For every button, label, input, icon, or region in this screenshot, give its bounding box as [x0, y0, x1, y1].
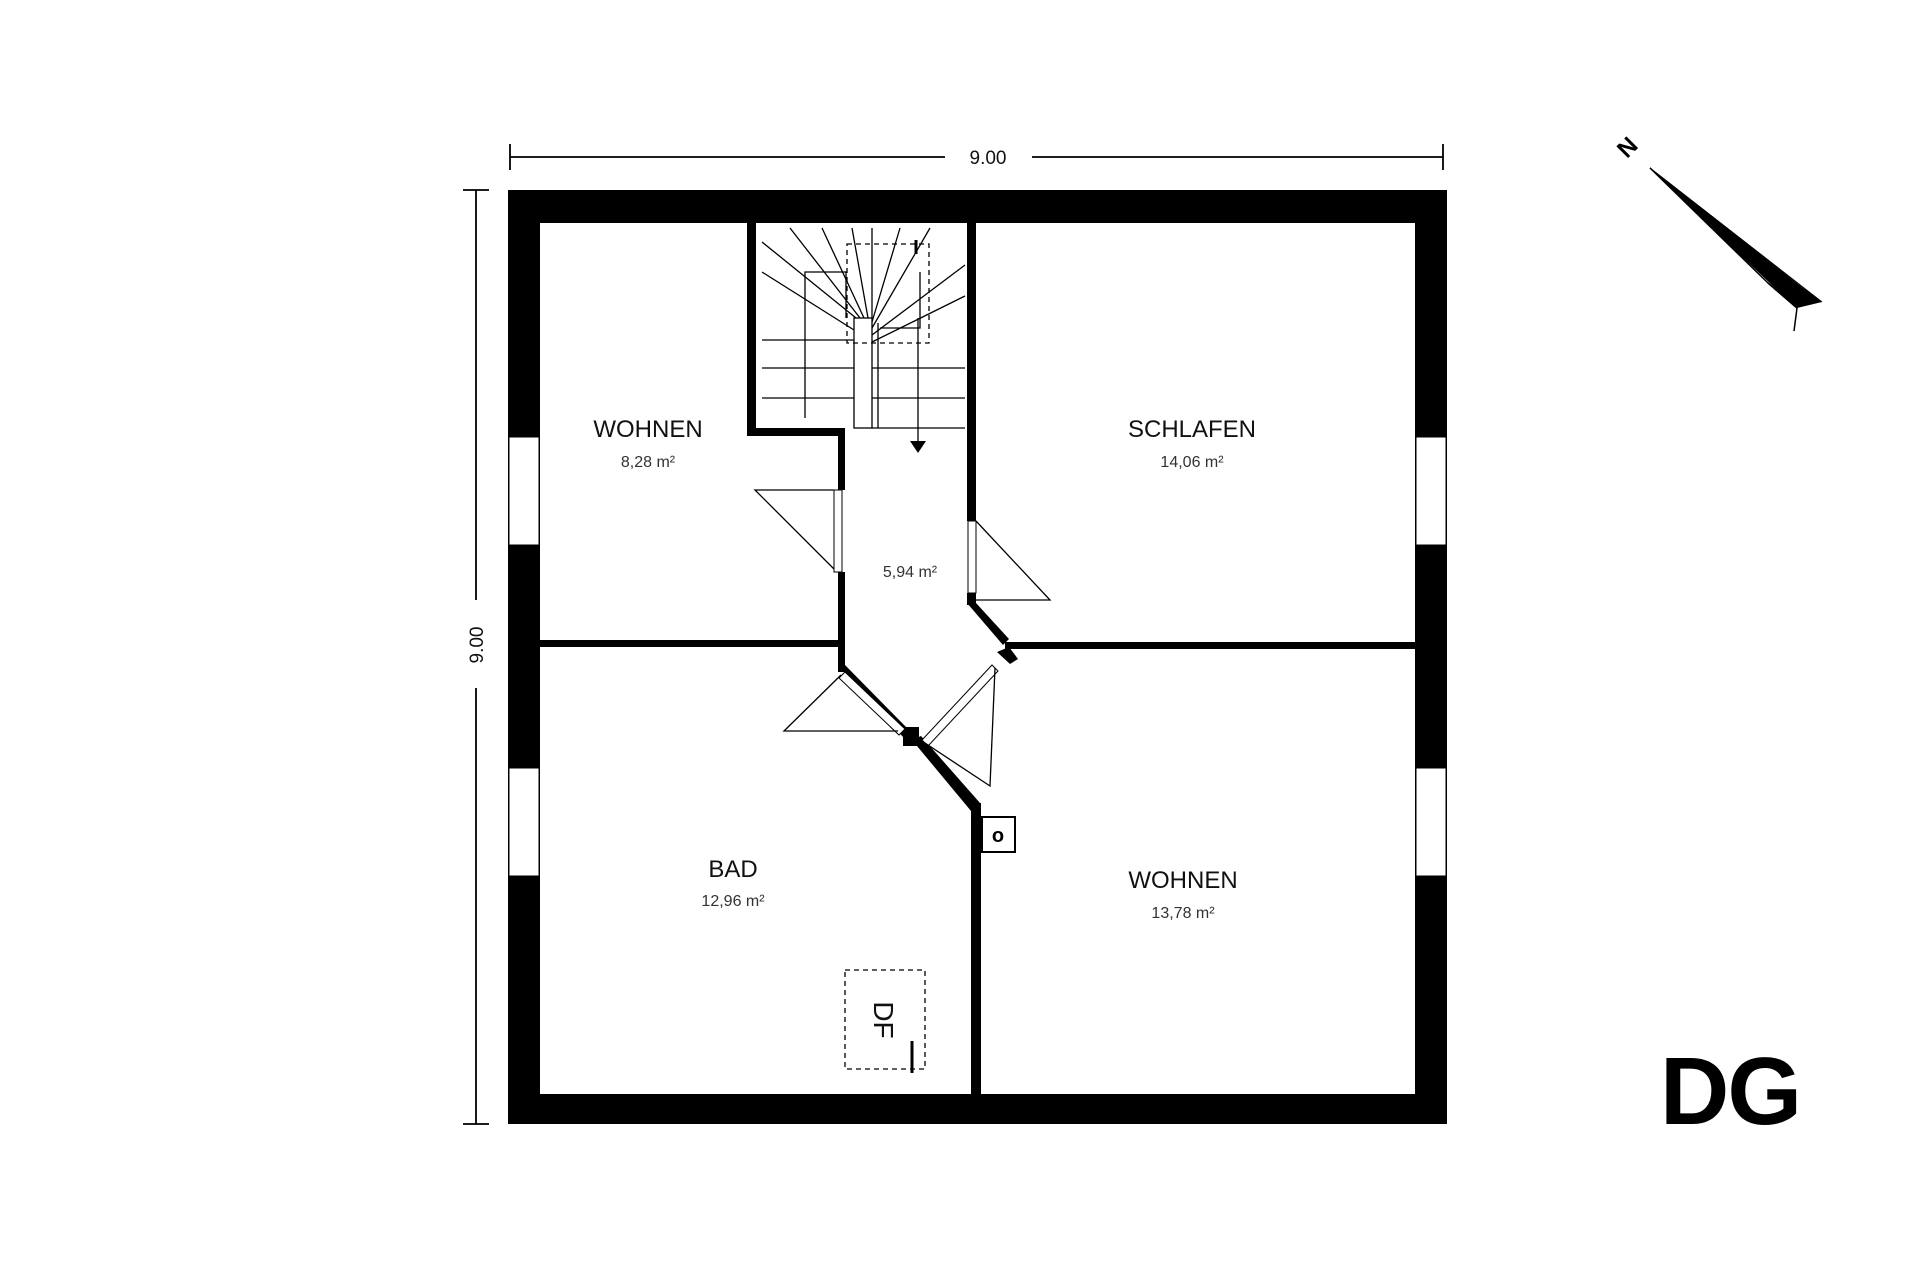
- wall-bad-wohnen: [971, 803, 981, 1094]
- window-east-lower: [1415, 767, 1447, 877]
- wall-diagonal-right-top: [967, 603, 1009, 645]
- chimney: o: [981, 816, 1016, 853]
- wall-corridor-right-lower: [967, 593, 976, 605]
- roof-window-stair: [846, 243, 930, 344]
- floor-level-label: DG: [1660, 1038, 1800, 1145]
- stair-direction-arrow-icon: [910, 441, 926, 453]
- room-name-wohnen-se: WOHNEN: [1128, 867, 1237, 894]
- staircase: [761, 227, 966, 453]
- window-east-upper: [1415, 436, 1447, 546]
- room-area-wohnen-se: 13,78 m²: [1151, 905, 1215, 922]
- height-dimension-label: 9.00: [467, 627, 488, 664]
- dimension-height: 9.00: [463, 189, 489, 1125]
- wall-stair-bottom: [747, 428, 845, 436]
- doors: [753, 489, 1052, 788]
- room-area-wohnen-nw: 8,28 m²: [621, 454, 676, 471]
- room-area-bad: 12,96 m²: [701, 893, 765, 910]
- window-west-upper: [508, 436, 540, 546]
- wall-schlafen-wohnen: [1005, 642, 1415, 649]
- door-bad: [782, 671, 906, 736]
- wall-diagonal-right-bottom: [997, 647, 1018, 664]
- wall-corridor-left-lower: [838, 572, 845, 672]
- wall-corridor-left-upper: [838, 428, 845, 490]
- wall-diagonal-bath: [912, 736, 980, 811]
- room-labels: WOHNEN 8,28 m² 5,94 m² SCHLAFEN 14,06 m²…: [593, 416, 1256, 922]
- walls: [508, 190, 1447, 1124]
- door-wohnen-se: [921, 664, 999, 788]
- wall-corridor-right-upper: [967, 223, 976, 521]
- door-wohnen-nw: [753, 489, 843, 573]
- north-label: N: [1611, 131, 1642, 162]
- windows: [508, 436, 1447, 877]
- dimension-width: 9.00: [509, 144, 1444, 170]
- wall-stair-left: [747, 223, 756, 435]
- room-name-wohnen-nw: WOHNEN: [593, 416, 702, 443]
- room-area-flur: 5,94 m²: [883, 564, 938, 581]
- wall-wohnen-bad: [540, 640, 840, 647]
- roof-window-label: DF: [868, 1001, 899, 1038]
- room-name-bad: BAD: [708, 856, 757, 883]
- width-dimension-label: 9.00: [970, 148, 1007, 169]
- chimney-label: o: [992, 825, 1004, 847]
- roof-window-bad: DF: [844, 969, 926, 1073]
- room-name-schlafen: SCHLAFEN: [1128, 416, 1256, 443]
- window-west-lower: [508, 767, 540, 877]
- north-arrow-icon: N: [1611, 131, 1823, 332]
- door-schlafen: [967, 520, 1052, 601]
- room-area-schlafen: 14,06 m²: [1160, 454, 1224, 471]
